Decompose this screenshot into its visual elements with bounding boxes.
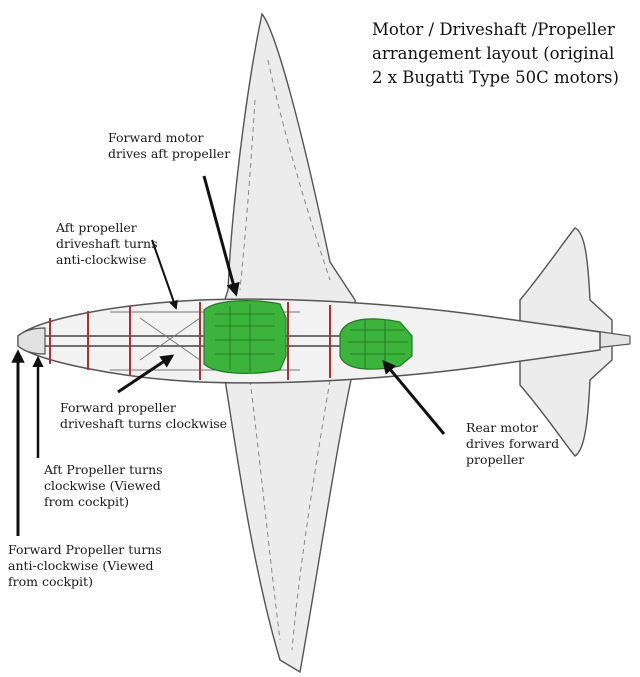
wing-rib-line (239, 99, 256, 291)
arrow (151, 239, 178, 310)
arrow (382, 359, 446, 435)
nose-cone (17, 327, 46, 355)
label-aft-driveshaft: Aft propeller driveshaft turns anti-cloc… (56, 220, 158, 267)
label-aft-propeller: Aft Propeller turns clockwise (Viewed fr… (44, 462, 163, 509)
wing-rib-line (267, 59, 331, 281)
motor-detail (215, 304, 275, 372)
label-forward-motor: Forward motor drives aft propeller (108, 130, 231, 161)
label-forward-driveshaft: Forward propeller driveshaft turns clock… (60, 400, 228, 431)
forward-motor (203, 300, 287, 374)
arrow (117, 354, 175, 394)
diagram-title: Motor / Driveshaft /Propeller arrangemen… (372, 20, 619, 87)
rear-motor (339, 318, 413, 370)
wing-rib-line (249, 379, 281, 641)
arrow (202, 175, 240, 297)
wing-rib-line (291, 379, 331, 651)
motor-detail (348, 320, 408, 368)
label-rear-motor: Rear motor drives forward propeller (466, 420, 560, 467)
label-forward-propeller: Forward Propeller turns anti-clockwise (… (8, 542, 162, 589)
fuselage (17, 298, 601, 384)
